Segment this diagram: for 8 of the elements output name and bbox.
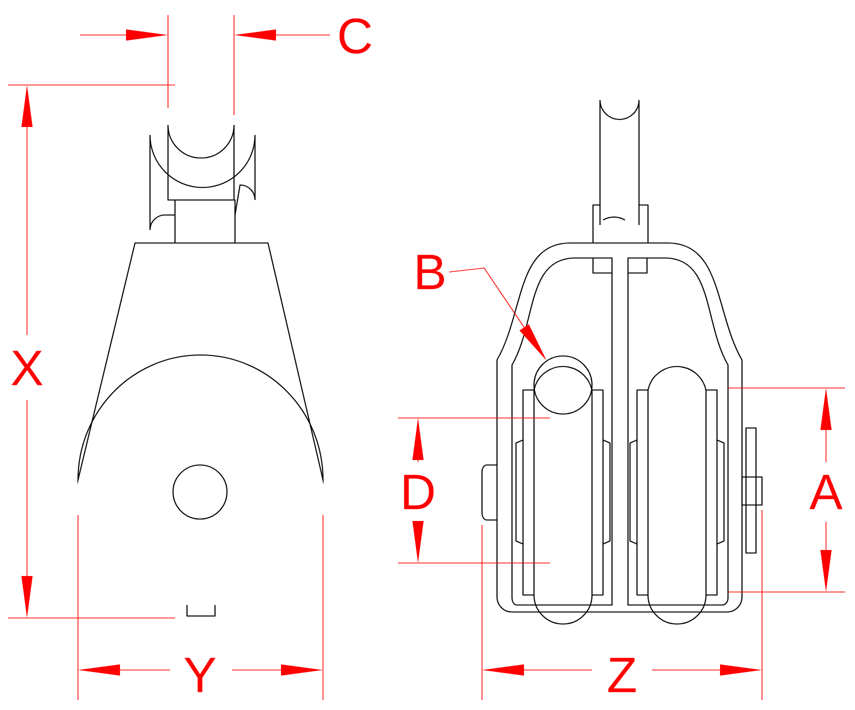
dimension-label: A <box>809 474 843 510</box>
dimension-label: D <box>404 474 434 510</box>
dimension-label: Z <box>608 658 636 692</box>
dimension-label: B <box>417 254 444 290</box>
groove-circle <box>533 355 593 415</box>
dimension-label: C <box>340 18 372 54</box>
dimension-label: Y <box>184 658 216 692</box>
dimension-label: X <box>12 350 43 386</box>
